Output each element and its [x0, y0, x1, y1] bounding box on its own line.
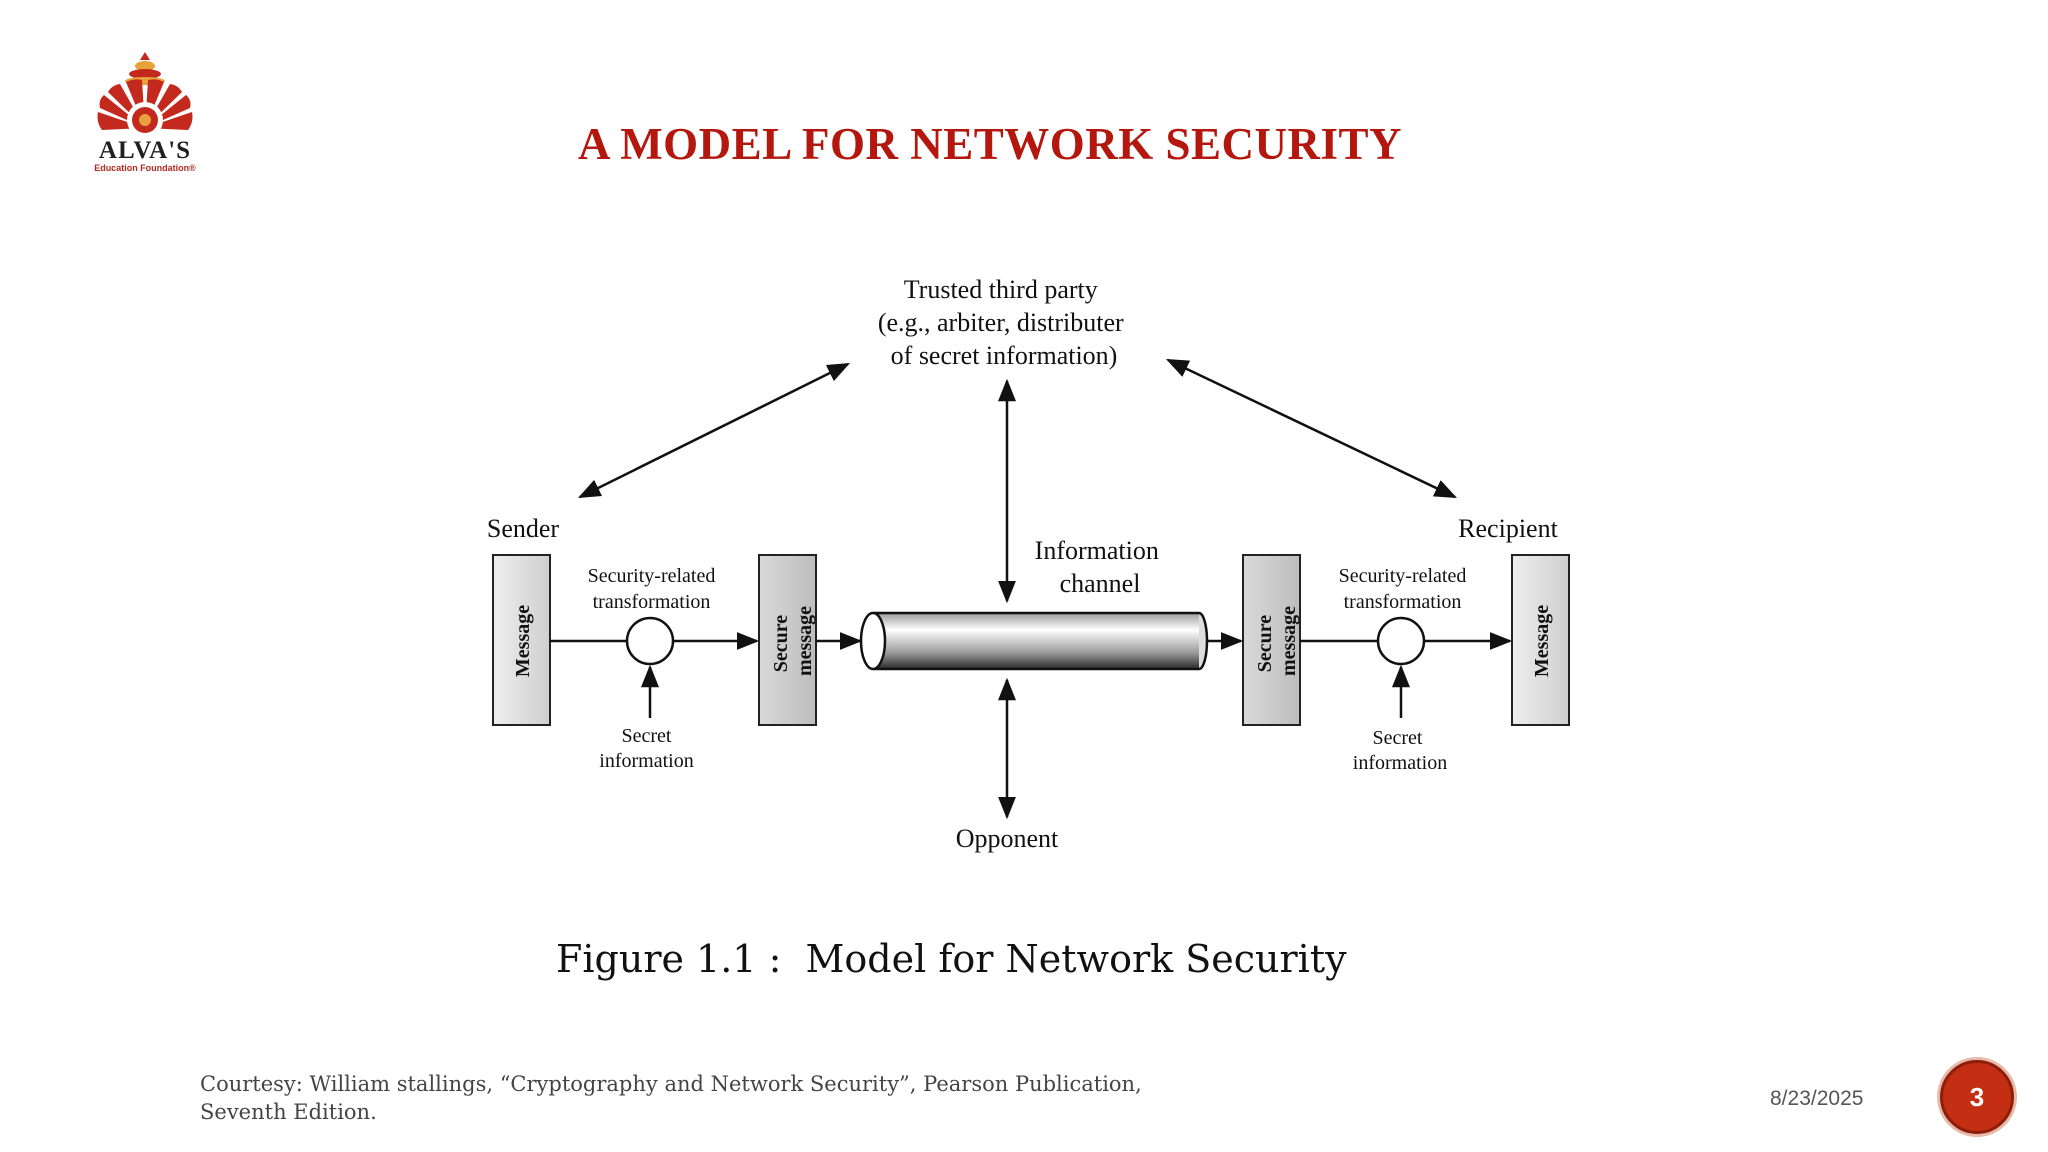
sender-label: Sender [487, 514, 560, 543]
logo-text: ALVA'S [98, 137, 192, 164]
logo-subtitle: Education Foundation® [94, 163, 196, 173]
page-number-badge: 3 [1940, 1060, 2014, 1134]
information-channel-cylinder [859, 611, 1209, 671]
svg-text:Information channel: Information channel [1035, 536, 1166, 598]
opponent-label: Opponent [956, 824, 1059, 853]
recipient-label: Recipient [1458, 514, 1558, 543]
recipient-secure-text: Secure message [1254, 606, 1300, 676]
recipient-transform-line2: transformation [1344, 591, 1462, 613]
trusted-party-line3: of secret information) [891, 341, 1118, 370]
svg-text:Trusted third party (e: Trusted third party (e.g., arbiter, dist… [878, 275, 1130, 370]
slide-title: A MODEL FOR NETWORK SECURITY [577, 119, 1403, 169]
channel-label-line1: Information [1035, 536, 1159, 565]
sender-secure-message-box [758, 554, 817, 726]
sender-transform-circle [625, 616, 675, 666]
sender-transform-line1: Security-related [588, 565, 716, 587]
trusted-party-line2: (e.g., arbiter, distributer [878, 308, 1124, 337]
sender-secret-line1: Secret [622, 725, 672, 747]
courtesy-line-2: Seventh Edition. [200, 1100, 377, 1124]
courtesy-text: Courtesy: William stallings, “Cryptograp… [200, 1070, 1200, 1126]
recipient-transform-line1: Security-related [1339, 565, 1467, 587]
alvas-logo-icon [97, 52, 193, 138]
channel-label-line2: channel [1060, 569, 1141, 598]
sender-secret-line2: information [599, 750, 693, 772]
recipient-secret-line2: information [1353, 752, 1447, 774]
recipient-message-text: Message [1531, 605, 1553, 677]
courtesy-line-1: Courtesy: William stallings, “Cryptograp… [200, 1072, 1142, 1096]
sender-transform-line2: transformation [593, 591, 711, 613]
sender-message-text: Message [512, 605, 534, 677]
sender-secure-text: Secure message [770, 606, 816, 676]
figure-caption: Figure 1.1 : Model for Network Security [556, 937, 1347, 981]
arrow-trusted-recipient [1165, 358, 1458, 499]
sender-message-box [492, 554, 551, 726]
svg-text:Security-related trans: Security-related transformation Security… [588, 565, 1472, 774]
trusted-party-line1: Trusted third party [904, 275, 1098, 304]
slide-date: 8/23/2025 [1770, 1087, 1864, 1110]
arrow-sender-trusted [577, 362, 851, 499]
recipient-secret-line1: Secret [1373, 727, 1423, 749]
recipient-secure-message-box [1242, 554, 1301, 726]
recipient-transform-circle [1376, 616, 1426, 666]
